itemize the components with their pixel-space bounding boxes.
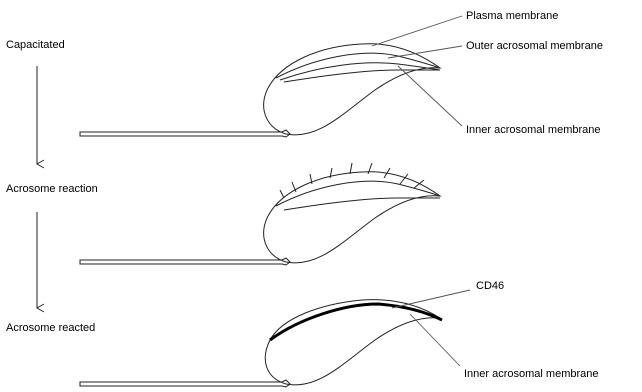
label-inner-acrosomal-membrane-bottom: Inner acrosomal membrane	[464, 368, 599, 380]
leader-inner-acrosomal-membrane-top	[398, 66, 462, 126]
sperm-acrosome-reaction	[80, 163, 440, 265]
stage-label-acrosome-reaction: Acrosome reaction	[6, 183, 98, 195]
label-plasma-membrane: Plasma membrane	[466, 10, 558, 22]
sperm-head-outline	[265, 300, 440, 385]
label-cd46: CD46	[476, 280, 504, 292]
stage-label-acrosome-reacted: Acrosome reacted	[6, 322, 95, 334]
leader-inner-acrosomal-membrane-bottom	[410, 314, 460, 366]
inner-acrosomal-membrane-exposed	[270, 304, 442, 340]
label-inner-acrosomal-membrane-top: Inner acrosomal membrane	[466, 124, 601, 136]
sperm-head-outline	[264, 172, 440, 263]
vesiculating-membrane-line	[276, 181, 440, 206]
leader-cd46	[392, 290, 470, 308]
leader-plasma-membrane	[372, 16, 462, 46]
stage-label-capacitated: Capacitated	[6, 39, 65, 51]
sperm-head-outline	[264, 44, 440, 135]
membrane-vesicles	[280, 163, 424, 198]
sperm-capacitated	[80, 44, 440, 137]
sperm-tail	[80, 380, 290, 387]
sperm-acrosome-reacted	[80, 300, 442, 387]
label-outer-acrosomal-membrane: Outer acrosomal membrane	[466, 40, 603, 52]
sperm-tail	[80, 258, 290, 265]
plasma-membrane-line	[276, 53, 440, 78]
inner-acrosomal-membrane-line	[284, 198, 440, 210]
sperm-tail	[80, 130, 290, 137]
